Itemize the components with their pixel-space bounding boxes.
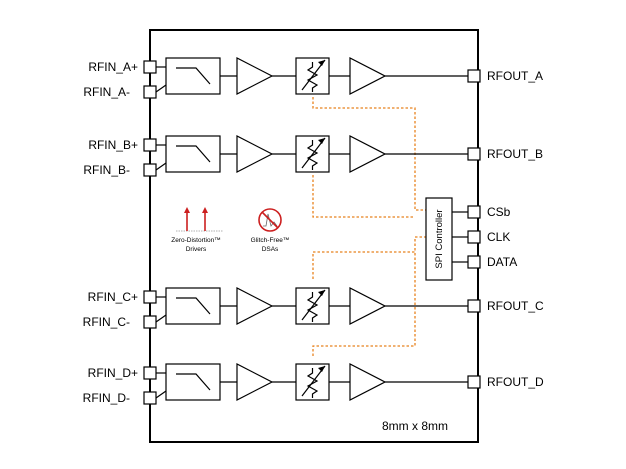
pin-rfin-a-plus [143,60,157,74]
dsa-d [295,363,330,401]
zero-distortion-label-line2: Drivers [186,246,207,253]
channel-c [155,287,468,325]
dsa-c [295,287,330,325]
label-rfin-d-plus: RFIN_D+ [88,366,138,380]
label-data: DATA [487,255,517,269]
label-rfout-d: RFOUT_D [487,375,544,389]
glitch-free-label-line1: Glitch-Free™ [251,237,290,244]
control-line-a [312,97,426,211]
label-rfout-a: RFOUT_A [487,69,543,83]
control-line-d [312,252,416,356]
pin-rfout-b [467,147,481,161]
pin-data [467,255,481,269]
pin-rfin-b-minus [143,163,157,177]
zero-distortion-icon [176,207,223,232]
label-rfin-c-plus: RFIN_C+ [88,290,138,304]
label-clk: CLK [487,230,510,244]
control-line-b [312,175,415,218]
pin-rfin-b-plus [143,138,157,152]
glitch-free-label-line2: DSAs [262,246,279,253]
filter-block-b [165,135,221,173]
pin-rfin-c-minus [143,315,157,329]
control-line-c [312,236,426,279]
dsa-a [295,57,330,95]
spi-controller-block [425,197,453,281]
spi-controller-label: SPI Controller [434,209,445,268]
filter-block-c [165,287,221,325]
dsa-b [295,135,330,173]
pin-rfout-d [467,375,481,389]
package-size-label: 8mm x 8mm [382,419,448,433]
label-rfout-b: RFOUT_B [487,147,543,161]
pin-rfin-a-minus [143,85,157,99]
label-rfin-b-plus: RFIN_B+ [88,138,138,152]
filter-block-d [165,363,221,401]
zero-distortion-label-line1: Zero-Distortion™ [171,237,220,244]
pin-csb [467,205,481,219]
label-rfin-a-minus: RFIN_A- [83,85,130,99]
label-rfin-d-minus: RFIN_D- [83,391,130,405]
label-csb: CSb [487,205,511,219]
pin-rfin-d-minus [143,391,157,405]
channel-b [155,135,468,173]
glitch-free-icon [258,208,282,232]
pin-rfout-c [467,299,481,313]
channel-d [155,363,468,401]
label-rfin-a-plus: RFIN_A+ [88,60,138,74]
pin-rfin-c-plus [143,290,157,304]
filter-block-a [165,57,221,95]
label-rfout-c: RFOUT_C [487,299,544,313]
pin-rfin-d-plus [143,366,157,380]
label-rfin-b-minus: RFIN_B- [83,163,130,177]
label-rfin-c-minus: RFIN_C- [83,315,130,329]
channel-a [155,57,468,95]
pin-rfout-a [467,69,481,83]
pin-clk [467,230,481,244]
